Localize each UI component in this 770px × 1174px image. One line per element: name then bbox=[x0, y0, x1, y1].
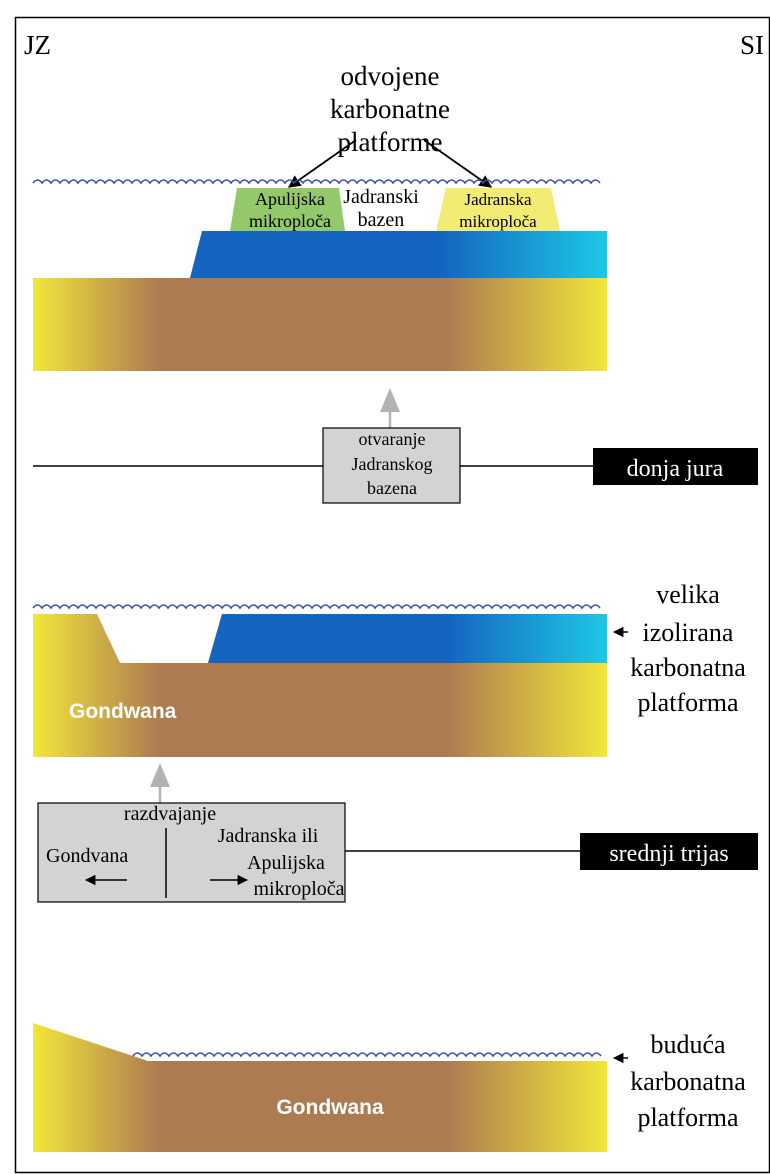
platform-label-bottom-line-3: platforma bbox=[637, 1103, 739, 1132]
sea-level-wave bbox=[32, 179, 601, 185]
pointer-arrow-right bbox=[423, 139, 493, 188]
continent-label-gondwana-middle: Gondwana bbox=[69, 700, 177, 723]
stage1-title-line-3: platforme bbox=[338, 127, 443, 157]
event-box-1-line-3: bazena bbox=[367, 478, 417, 498]
diagram-frame bbox=[14, 16, 770, 1174]
apulian-label-line-1: Apulijska bbox=[255, 189, 325, 209]
adriatic-label-line-2: mikroploča bbox=[459, 212, 537, 231]
platform-label-bottom-line-1: buduća bbox=[650, 1030, 726, 1059]
stage1-title-line-1: odvojene bbox=[341, 61, 440, 91]
corner-label-sw: JZ bbox=[24, 30, 51, 60]
sea-level-wave bbox=[32, 604, 601, 610]
stage-1-separated-platforms: odvojene karbonatne platforme Apulijska … bbox=[32, 61, 607, 371]
continent-label-gondwana-bottom: Gondwana bbox=[276, 1096, 384, 1119]
event-1-adriatic-basin-opening: otvaranje Jadranskog bazena donja jura bbox=[33, 388, 758, 504]
event-box-1-line-1: otvaranje bbox=[359, 429, 426, 449]
pointer-arrow-left bbox=[287, 139, 357, 188]
adriatic-microplate-block bbox=[436, 188, 560, 231]
event-box-1-line-2: Jadranskog bbox=[352, 454, 433, 474]
up-arrow-2-head bbox=[150, 763, 170, 787]
platform-label-middle-line-1: velika bbox=[656, 580, 720, 609]
event-box-2-left-label: Gondvana bbox=[46, 845, 128, 867]
stage1-title-line-2: karbonatne bbox=[330, 94, 450, 124]
event-box-2-right-line-3: mikroploča bbox=[253, 878, 344, 900]
carbonate-platform-layer-middle bbox=[208, 614, 607, 663]
time-tag-srednji-trijas bbox=[580, 833, 758, 870]
apulian-label-line-2: mikroploča bbox=[249, 211, 331, 231]
event-box-2-title: razdvajanje bbox=[124, 803, 216, 825]
basin-label-line-2: bazen bbox=[358, 209, 405, 231]
stage-2-isolated-platform: Gondwana velika izolirana karbonatna pla… bbox=[32, 580, 746, 757]
event-2-rifting: razdvajanje Gondvana Jadranska ili Apuli… bbox=[37, 763, 758, 903]
platform-label-bottom-line-2: karbonatna bbox=[630, 1067, 746, 1096]
corner-label-ne: SI bbox=[740, 30, 764, 60]
time-tag-donja-jura-label: donja jura bbox=[627, 456, 724, 482]
stage-3-future-platform: Gondwana buduća karbonatna platforma bbox=[33, 1023, 746, 1152]
sediment-base-bottom bbox=[33, 1023, 607, 1152]
up-arrow-1-head bbox=[380, 388, 400, 412]
apulian-microplate-block bbox=[230, 188, 345, 231]
time-tag-donja-jura bbox=[593, 448, 758, 485]
sediment-base-top bbox=[33, 278, 607, 371]
platform-label-middle-line-4: platforma bbox=[637, 688, 739, 717]
carbonate-platform-layer-top bbox=[190, 231, 607, 278]
platform-label-middle-line-3: karbonatna bbox=[630, 653, 746, 682]
event-box-2-right-line-2: Apulijska bbox=[247, 852, 325, 874]
event-box-2 bbox=[37, 802, 346, 903]
basin-label-line-1: Jadranski bbox=[343, 186, 419, 208]
sea-level-wave bbox=[132, 1052, 602, 1058]
adriatic-label-line-1: Jadranska bbox=[464, 190, 531, 209]
event-box-2-right-line-1: Jadranska ili bbox=[218, 825, 319, 847]
event-box-1 bbox=[322, 427, 461, 504]
platform-label-middle-line-2: izolirana bbox=[643, 618, 734, 647]
time-tag-srednji-trijas-label: srednji trijas bbox=[609, 841, 728, 867]
